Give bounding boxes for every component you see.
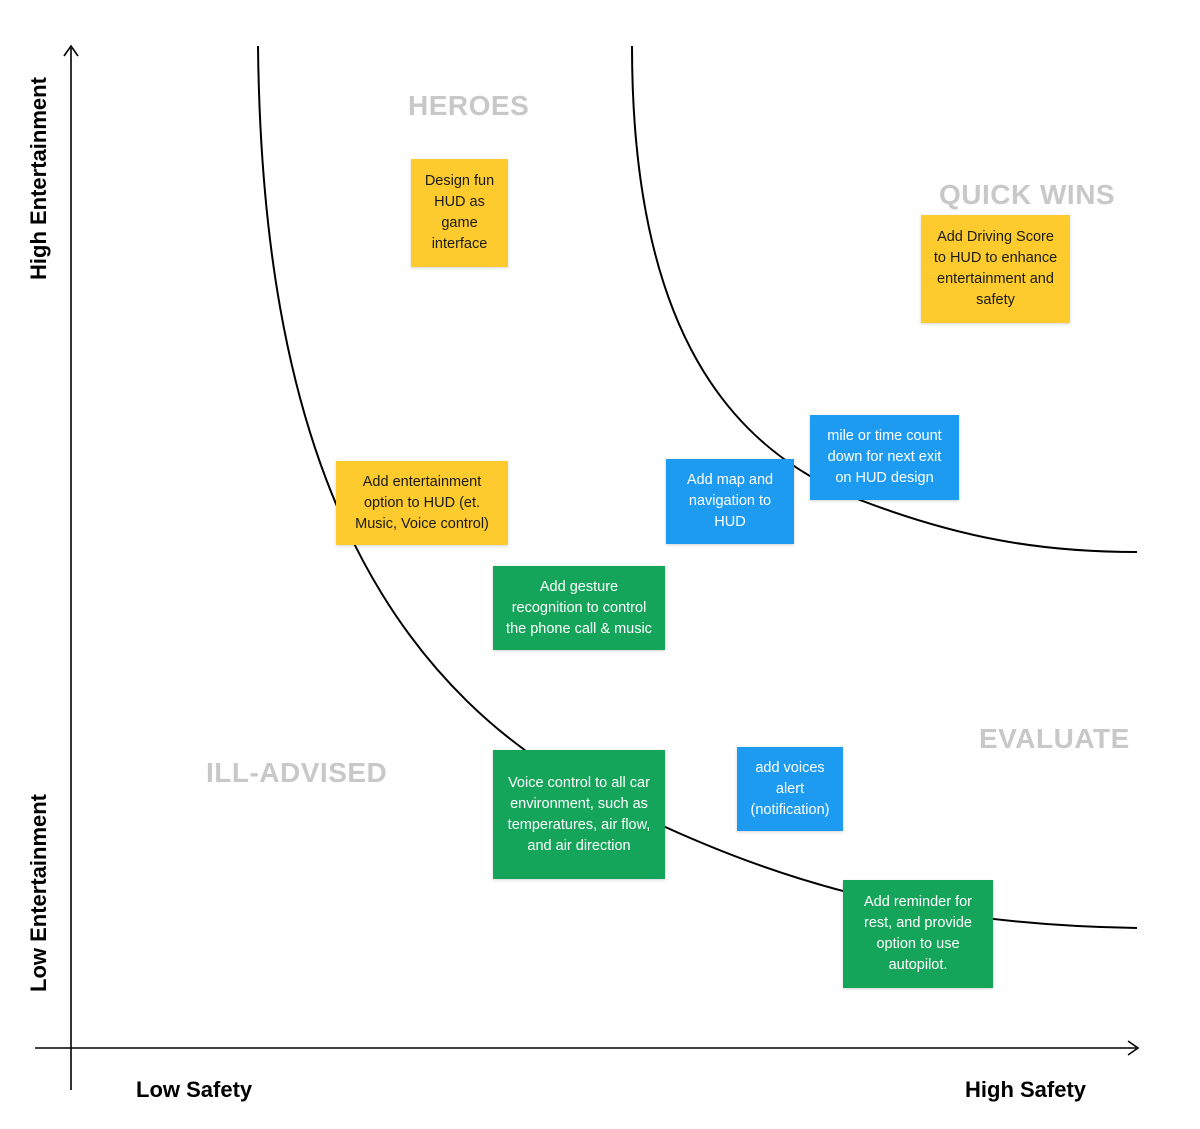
x-axis-low-label: Low Safety	[136, 1077, 253, 1102]
quadrant-quick-wins-label: QUICK WINS	[939, 179, 1116, 210]
sticky-note-design-fun-hud[interactable]: Design fun HUD as game interface	[411, 159, 508, 267]
sticky-note-map-navigation[interactable]: Add map and navigation to HUD	[666, 459, 794, 544]
y-axis-arrowhead	[63, 44, 79, 57]
sticky-note-entertainment-option[interactable]: Add entertainment option to HUD (et. Mus…	[336, 461, 508, 545]
sticky-note-voice-control[interactable]: Voice control to all car environment, su…	[493, 750, 665, 879]
sticky-note-voices-alert[interactable]: add voices alert (notification)	[737, 747, 843, 831]
quadrant-heroes-label: HEROES	[408, 90, 530, 121]
sticky-note-driving-score[interactable]: Add Driving Score to HUD to enhance ente…	[921, 215, 1070, 323]
x-axis-arrowhead	[1127, 1040, 1140, 1056]
quadrant-ill-advised-label: ILL-ADVISED	[206, 757, 388, 788]
sticky-note-mile-countdown[interactable]: mile or time count down for next exit on…	[810, 415, 959, 500]
y-axis-low-label: Low Entertainment	[26, 793, 51, 992]
sticky-note-gesture-recognition[interactable]: Add gesture recognition to control the p…	[493, 566, 665, 650]
sticky-note-rest-reminder[interactable]: Add reminder for rest, and provide optio…	[843, 880, 993, 988]
quadrant-evaluate-label: EVALUATE	[979, 723, 1130, 754]
y-axis-high-label: High Entertainment	[26, 77, 51, 280]
x-axis-high-label: High Safety	[965, 1077, 1087, 1102]
